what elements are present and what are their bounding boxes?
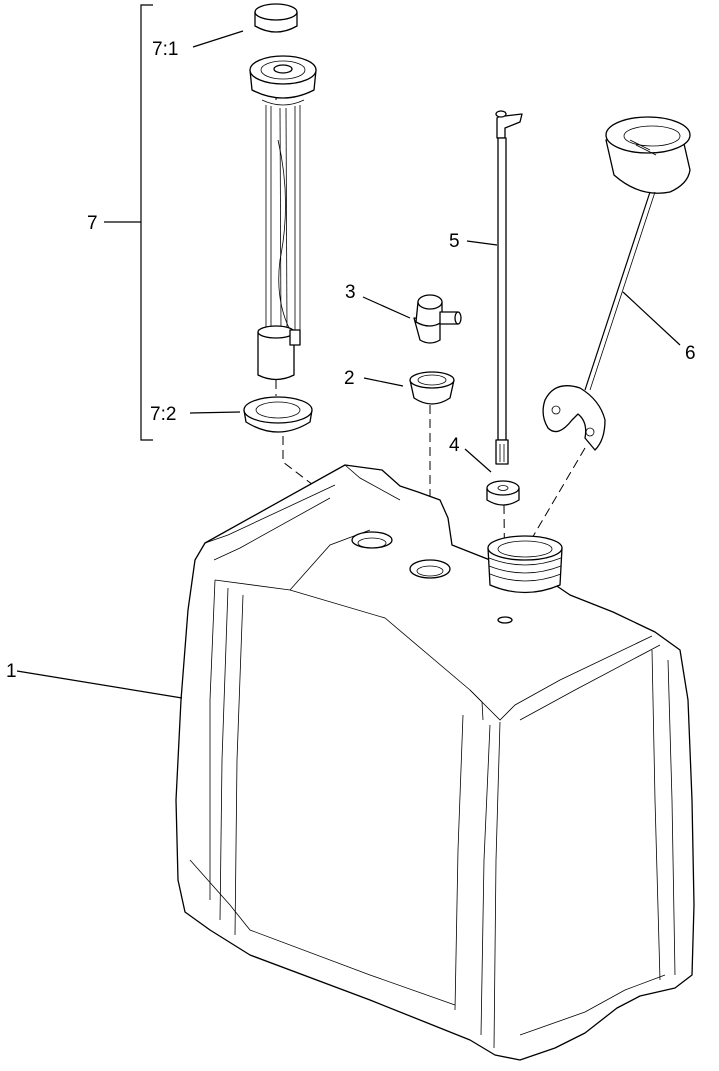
callout-1: 1	[6, 661, 17, 682]
sender-head	[249, 55, 317, 106]
elbow-fitting	[413, 294, 462, 344]
fuel-cap	[542, 116, 691, 451]
fuel-tank	[175, 464, 695, 1061]
callout-4: 4	[449, 435, 460, 456]
sender-grommet	[243, 396, 313, 433]
grommet	[409, 371, 455, 405]
pickup-tube	[495, 110, 523, 465]
callout-7-2: 7:2	[150, 404, 176, 425]
callout-3: 3	[345, 282, 356, 303]
sender-tubes	[265, 105, 301, 331]
callout-2: 2	[344, 368, 355, 389]
callout-6: 6	[685, 343, 696, 364]
item-7-bracket	[104, 4, 153, 441]
callout-7-1: 7:1	[152, 39, 178, 60]
sender-cap	[254, 3, 298, 33]
leader-lines	[16, 30, 681, 699]
callout-7: 7	[87, 213, 98, 234]
sender-float	[257, 325, 301, 381]
bushing	[486, 480, 520, 506]
callout-labels: 1 2 3 4 5 6 7 7:1 7:2	[6, 39, 696, 682]
sender-assembly	[243, 3, 317, 433]
callout-5: 5	[449, 231, 460, 252]
